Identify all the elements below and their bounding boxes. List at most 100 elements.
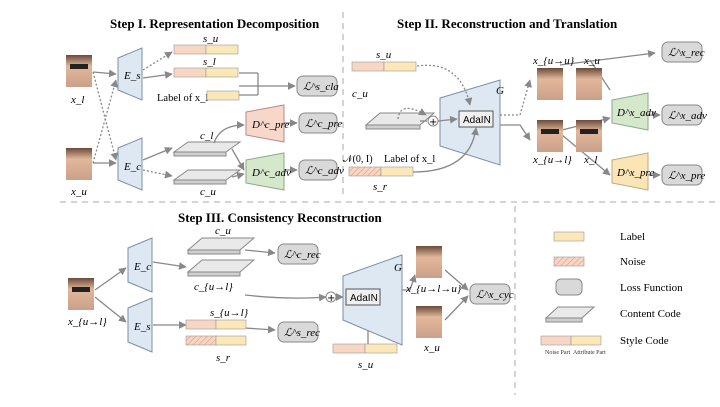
content-cu-l-3-side — [187, 271, 241, 277]
content-cu-2-side — [365, 124, 421, 130]
step3-title: Step III. Consistency Reconstruction — [178, 210, 382, 225]
style-sl-noise — [173, 67, 207, 78]
add-op-3-sign: + — [327, 293, 335, 304]
encoder-es-3-label: E_s — [133, 321, 151, 333]
dividers — [60, 12, 715, 395]
disc-pre-x-label: D^x_pre — [616, 167, 654, 179]
adain-2 — [458, 110, 494, 128]
content-cu-3 — [186, 237, 256, 251]
step1-title: Step I. Representation Decomposition — [110, 16, 320, 31]
style-su-l-attr — [215, 319, 247, 330]
label-sr-3: s_r — [216, 352, 231, 364]
encoder-es-label: E_s — [123, 70, 141, 82]
encoder-ec-label: E_c — [123, 161, 141, 173]
step2-title: Step II. Reconstruction and Translation — [397, 16, 618, 31]
encoder-ec-1 — [117, 137, 143, 191]
loss-rec-s-label: ℒ^s_rec — [284, 327, 320, 339]
label-xu-3: x_u — [423, 342, 440, 354]
disc-adv-x-label: D^x_adv — [616, 107, 656, 119]
label-sl-1: s_l — [203, 56, 216, 68]
loss-adv-c — [298, 159, 338, 181]
legend-style-noise — [540, 335, 572, 346]
label-sr-2: s_r — [373, 181, 388, 193]
legend-content-swatch — [544, 306, 596, 319]
content-cu-l-3 — [186, 259, 256, 273]
label-xu-l-u: x_{u→l→u} — [405, 283, 462, 295]
legend-style-text: Style Code — [620, 335, 669, 347]
disc-pre-c — [245, 104, 285, 143]
content-cu-2 — [364, 112, 436, 126]
content-cu — [172, 169, 242, 181]
label-cu-2: c_u — [352, 88, 368, 100]
style-su-l-noise — [185, 319, 217, 330]
label-su-l-3: s_{u→l} — [210, 307, 249, 319]
legend-content-text: Content Code — [620, 308, 681, 320]
legend-noise-part: Noise Part — [545, 350, 570, 356]
label-xu-ref: x_u — [583, 55, 600, 67]
legend-content-side — [545, 317, 583, 323]
step2-arrows — [397, 50, 661, 179]
legend-attr-part: Attribute Part — [573, 350, 606, 356]
loss-pre-c-label: ℒ^c_pre — [305, 118, 342, 130]
label-xl-ref: x_l — [583, 154, 597, 166]
adain-3 — [345, 288, 381, 306]
generator-g-3-label: G — [394, 262, 402, 274]
step3-arrows — [94, 248, 469, 344]
style-su2-attr — [383, 61, 417, 72]
loss-cyc-x — [469, 283, 511, 305]
add-op-3 — [325, 291, 337, 303]
style-su2-noise — [351, 61, 385, 72]
loss-cla-label: ℒ^s_cla — [303, 81, 339, 93]
label-cl-1: c_l — [200, 130, 213, 142]
loss-adv-x — [661, 104, 703, 126]
style-su3-noise — [332, 343, 366, 354]
label-xu-l: x_{u→l} — [532, 154, 572, 166]
label-xu: x_u — [70, 186, 87, 198]
style-sr-3-attr — [215, 335, 247, 346]
disc-adv-c — [245, 152, 285, 191]
encoder-ec-3 — [127, 237, 153, 293]
face-image-xl-ref — [576, 120, 602, 152]
disc-pre-x — [611, 152, 649, 191]
label-of-xl-2: Label of x_l — [384, 154, 435, 165]
style-sr-attr — [380, 166, 414, 177]
legend-label-swatch — [553, 231, 585, 242]
style-su3-attr — [364, 343, 398, 354]
loss-cyc-x-label: ℒ^x_cyc — [476, 289, 514, 301]
content-cl-side — [173, 151, 227, 157]
encoder-es-1 — [117, 47, 143, 101]
label-su-2: s_u — [376, 49, 392, 61]
label-su-3: s_u — [358, 359, 374, 371]
loss-adv-x-label: ℒ^x_adv — [668, 110, 707, 122]
face-image-xu-u — [537, 68, 563, 100]
label-of-xl-1: Label of x_l — [157, 93, 208, 104]
loss-rec-x — [661, 41, 703, 63]
loss-rec-s — [277, 321, 319, 343]
loss-adv-c-label: ℒ^c_adv — [305, 165, 344, 177]
face-image-xu-l-u — [416, 246, 442, 278]
label-xl-code — [206, 90, 240, 101]
face-image-xu-ref — [576, 68, 602, 100]
loss-rec-x-label: ℒ^x_rec — [668, 47, 705, 59]
label-su-1: s_u — [203, 33, 219, 45]
loss-pre-x — [661, 164, 703, 186]
legend-style-attr — [570, 335, 602, 346]
legend-noise-text: Noise — [620, 256, 646, 268]
encoder-ec-3-label: E_c — [133, 261, 151, 273]
disc-arrows-1 — [213, 119, 298, 180]
legend-noise-swatch — [553, 256, 585, 267]
generator-g-label-2: G — [496, 85, 504, 97]
loss-cla — [296, 75, 338, 97]
style-sl-attr — [205, 67, 239, 78]
adain-3-label: AdaIN — [350, 293, 378, 304]
content-cl — [172, 141, 242, 153]
legend-loss-swatch — [555, 278, 583, 296]
loss-rec-c-label: ℒ^c_rec — [284, 249, 321, 261]
label-cu-3: c_u — [215, 225, 231, 237]
label-cu-1: c_u — [200, 186, 216, 198]
loss-rec-c — [277, 243, 319, 265]
style-sr-3-noise — [185, 335, 217, 346]
cla-arrows — [239, 72, 296, 96]
face-image-xu-l-3 — [68, 278, 94, 310]
legend-loss-text: Loss Function — [620, 282, 683, 294]
